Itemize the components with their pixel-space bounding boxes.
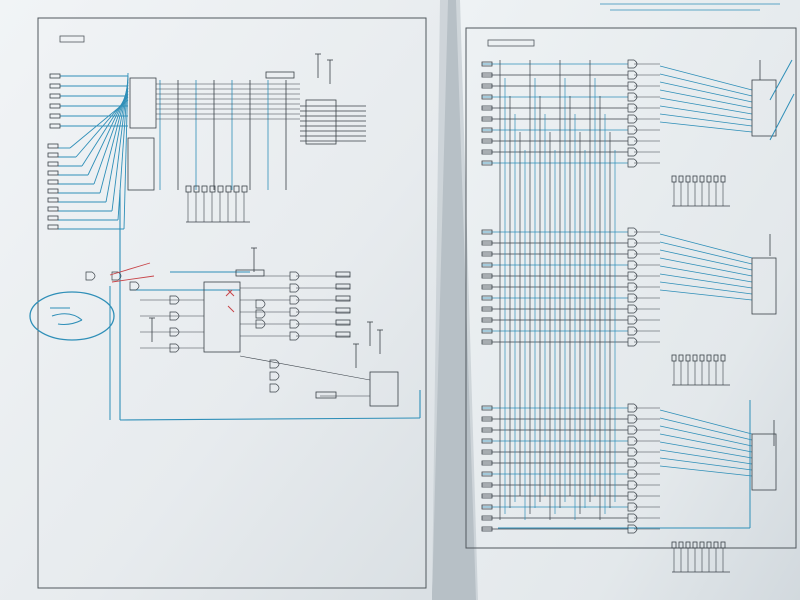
handwritten-circle xyxy=(29,291,115,341)
right-wiring xyxy=(482,60,775,573)
left-components xyxy=(47,71,399,407)
right-components xyxy=(481,59,777,549)
sheet-title-box xyxy=(487,39,535,47)
sheet-title-box xyxy=(59,35,85,43)
left-wiring xyxy=(58,53,421,421)
left-schematic-sheet xyxy=(0,0,448,600)
right-schematic-sheet xyxy=(432,0,800,600)
red-markup xyxy=(109,262,155,283)
